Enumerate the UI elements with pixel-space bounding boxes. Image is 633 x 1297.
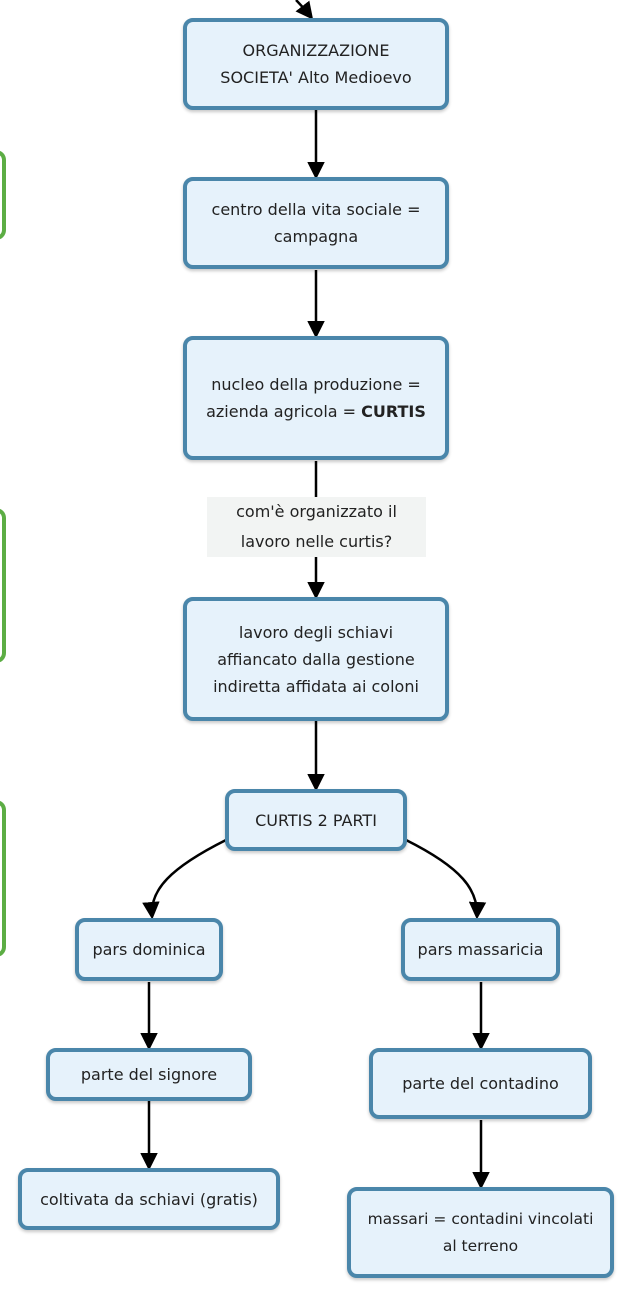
node-massari-contadini[interactable]: massari = contadini vincolati al terreno bbox=[347, 1187, 614, 1278]
node-text-line: lavoro degli schiavi bbox=[238, 622, 394, 642]
left-group-bracket-1 bbox=[0, 150, 6, 240]
node-text-line: indiretta affidata ai coloni bbox=[213, 676, 419, 696]
node-text-line: affiancato dalla gestione bbox=[217, 649, 415, 669]
node-text: pars massaricia bbox=[417, 940, 544, 959]
node-text-line: centro della vita sociale = bbox=[211, 200, 421, 219]
node-text-line: SOCIETA' Alto Medioevo bbox=[220, 68, 412, 87]
node-pars-massaricia[interactable]: pars massaricia bbox=[401, 918, 560, 981]
node-centro-vita-sociale[interactable]: centro della vita sociale = campagna bbox=[183, 177, 449, 269]
left-group-bracket-2 bbox=[0, 508, 6, 663]
node-pars-dominica[interactable]: pars dominica bbox=[75, 918, 223, 981]
node-text-line: massari = contadini vincolati bbox=[367, 1209, 594, 1228]
node-coltivata-schiavi[interactable]: coltivata da schiavi (gratis) bbox=[18, 1168, 280, 1230]
node-text-line: ORGANIZZAZIONE bbox=[242, 41, 390, 60]
node-text: coltivata da schiavi (gratis) bbox=[40, 1189, 258, 1209]
node-parte-signore[interactable]: parte del signore bbox=[46, 1048, 252, 1101]
link-label-line: com'è organizzato il bbox=[236, 502, 397, 521]
node-nucleo-produzione[interactable]: nucleo della produzione = azienda agrico… bbox=[183, 336, 449, 460]
link-label-organizzazione-lavoro: com'è organizzato il lavoro nelle curtis… bbox=[207, 497, 426, 557]
node-text-line: campagna bbox=[273, 227, 359, 246]
node-text-prefix: azienda agricola = bbox=[206, 402, 362, 421]
node-text: CURTIS 2 PARTI bbox=[255, 810, 377, 830]
node-text: parte del signore bbox=[80, 1065, 218, 1084]
curtis-bold-text: CURTIS bbox=[361, 402, 426, 421]
node-organizzazione-societa[interactable]: ORGANIZZAZIONE SOCIETA' Alto Medioevo bbox=[183, 18, 449, 110]
node-text-line: al terreno bbox=[442, 1236, 519, 1255]
arrow-curtis-to-massaricia bbox=[405, 838, 487, 920]
arrow-top-incoming bbox=[295, 0, 314, 20]
link-label-line: lavoro nelle curtis? bbox=[240, 532, 393, 551]
node-curtis-2-parti[interactable]: CURTIS 2 PARTI bbox=[225, 789, 407, 851]
node-text: pars dominica bbox=[92, 940, 206, 959]
node-lavoro-schiavi[interactable]: lavoro degli schiavi affiancato dalla ge… bbox=[183, 597, 449, 721]
node-text-line: azienda agricola = CURTIS bbox=[206, 398, 426, 425]
left-group-bracket-3 bbox=[0, 800, 6, 957]
node-text-line: nucleo della produzione = bbox=[211, 375, 421, 394]
node-text: parte del contadino bbox=[402, 1074, 559, 1093]
node-parte-contadino[interactable]: parte del contadino bbox=[369, 1048, 592, 1119]
arrow-curtis-to-dominica bbox=[142, 838, 227, 920]
